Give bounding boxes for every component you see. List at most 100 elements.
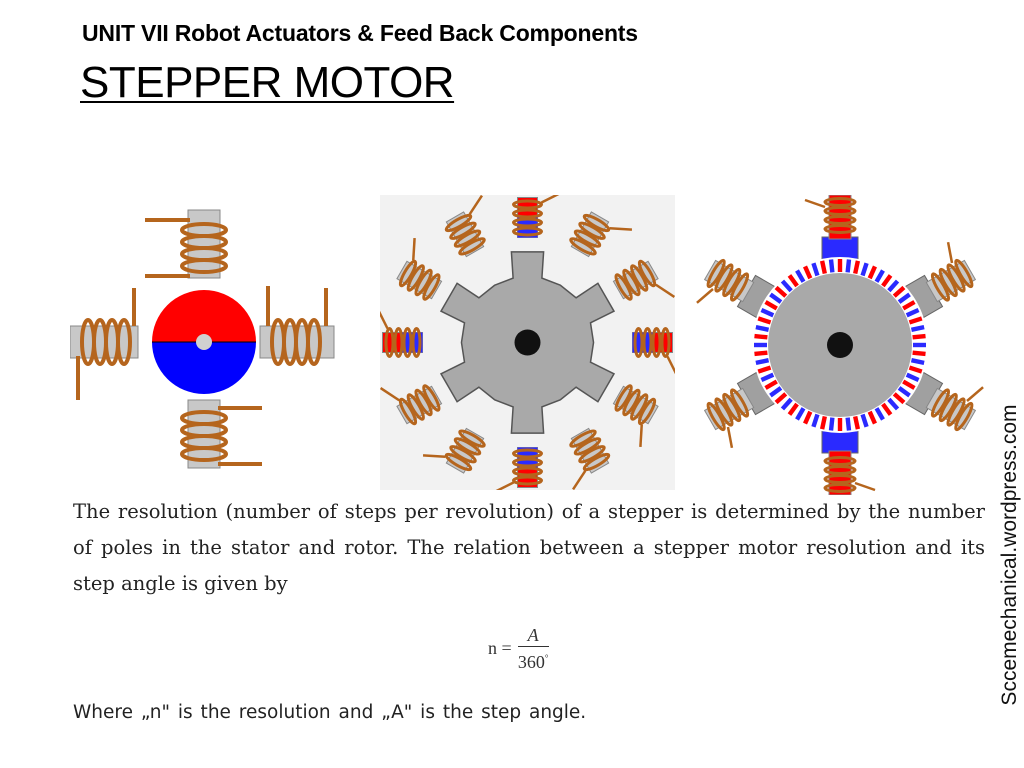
resolution-paragraph: The resolution (number of steps per revo… — [73, 500, 985, 595]
stator-tooth — [755, 324, 770, 332]
stator-pole — [380, 307, 423, 358]
stator-tooth — [837, 418, 843, 431]
rotor-shaft — [514, 329, 541, 356]
stator-tooth — [754, 333, 768, 340]
stator-pole — [444, 195, 486, 258]
stator-tooth — [867, 410, 877, 425]
rotor-gear — [439, 251, 616, 434]
stator-tooth — [910, 324, 925, 332]
stator-tooth — [874, 269, 885, 283]
stator-tooth — [757, 365, 772, 374]
stator-tooth — [874, 407, 885, 421]
stator-tooth — [769, 292, 783, 304]
stator-tooth — [760, 372, 775, 382]
stator-tooth — [908, 316, 923, 325]
stator-tooth — [828, 259, 835, 273]
stator-pole — [703, 371, 776, 449]
stator-pole — [495, 447, 543, 490]
stator-tooth — [912, 350, 926, 357]
stator-pole — [612, 384, 659, 448]
stator-pole — [512, 195, 560, 238]
stator-tooth — [910, 358, 925, 366]
stator-tooth — [754, 342, 767, 348]
stator-tooth — [887, 279, 900, 293]
slide-title: STEPPER MOTOR — [80, 58, 455, 107]
stator-tooth — [902, 300, 916, 311]
stator-pole — [904, 241, 977, 319]
stator-tooth — [803, 265, 813, 280]
coil-top — [145, 218, 228, 278]
stator-pole — [569, 427, 611, 490]
formula-lhs: n = — [488, 638, 512, 658]
stator-tooth — [897, 386, 911, 398]
rotor-south — [152, 342, 256, 394]
stator-tooth — [764, 300, 778, 311]
stator-tooth — [853, 415, 861, 430]
stator-tooth — [845, 259, 852, 273]
formula-fraction: A 360° — [517, 624, 549, 673]
stator-tooth — [908, 365, 923, 374]
stator-tooth — [811, 262, 820, 277]
stator-tooth — [787, 274, 799, 288]
stator-tooth — [755, 358, 770, 366]
stator-tooth — [754, 350, 768, 357]
stator-pole — [396, 237, 443, 301]
stator-poles — [696, 195, 984, 495]
stator-tooth — [760, 308, 775, 318]
stator-tooth — [867, 265, 877, 280]
stator-tooth — [811, 413, 820, 428]
formula-numerator: A — [517, 624, 549, 647]
coil-bottom — [180, 406, 262, 466]
stator-tooth — [803, 410, 813, 425]
stator-pole — [380, 384, 443, 426]
rotor-shaft — [196, 334, 212, 350]
stator-tooth — [860, 262, 869, 277]
coil-left — [76, 288, 136, 400]
stator-tooth — [853, 260, 861, 275]
stator-pole — [422, 427, 486, 474]
stator-pole — [804, 195, 859, 260]
stator-tooth — [780, 397, 793, 411]
stator-tooth — [881, 402, 893, 416]
stator-pole — [904, 371, 984, 432]
stator-tooth — [837, 259, 843, 272]
stator-pole — [696, 258, 776, 319]
stator-tooth — [892, 392, 906, 405]
stator-tooth — [828, 417, 835, 431]
stator-pole-top — [187, 209, 221, 279]
step-angle-formula: n = A 360° — [488, 624, 549, 673]
formula-denominator: 360 — [517, 652, 545, 672]
stator-tooth — [881, 274, 893, 288]
stator-pole — [821, 430, 876, 495]
stator-tooth — [819, 260, 827, 275]
unit-title: UNIT VII Robot Actuators & Feed Back Com… — [82, 20, 638, 46]
stator-tooth — [892, 285, 906, 298]
variable-reluctance-stepper-diagram — [380, 195, 675, 490]
stator-pole — [632, 327, 675, 378]
stator-teeth — [754, 259, 926, 431]
hybrid-stepper-diagram — [690, 195, 990, 495]
stator-tooth — [912, 333, 926, 340]
stator-pole — [612, 259, 675, 301]
where-definition: Where „n" is the resolution and „A" is t… — [73, 702, 587, 723]
stator-tooth — [757, 316, 772, 325]
stator-pole — [569, 211, 633, 258]
coil-right — [266, 286, 328, 366]
formula-degree: ° — [544, 653, 549, 663]
rotor-north — [152, 290, 256, 342]
stator-tooth — [897, 292, 911, 304]
stator-tooth — [905, 372, 920, 382]
stator-tooth — [764, 379, 778, 390]
stator-tooth — [795, 269, 806, 283]
stator-tooth — [780, 279, 793, 293]
stator-tooth — [845, 417, 852, 431]
stator-tooth — [887, 397, 900, 411]
watermark: Sccemechanical.wordpress.com — [998, 404, 1021, 706]
stator-tooth — [774, 392, 788, 405]
stator-poles — [380, 195, 675, 490]
stator-tooth — [819, 415, 827, 430]
stator-tooth — [769, 386, 783, 398]
stator-tooth — [795, 407, 806, 421]
stator-tooth — [913, 342, 926, 348]
stator-tooth — [905, 308, 920, 318]
